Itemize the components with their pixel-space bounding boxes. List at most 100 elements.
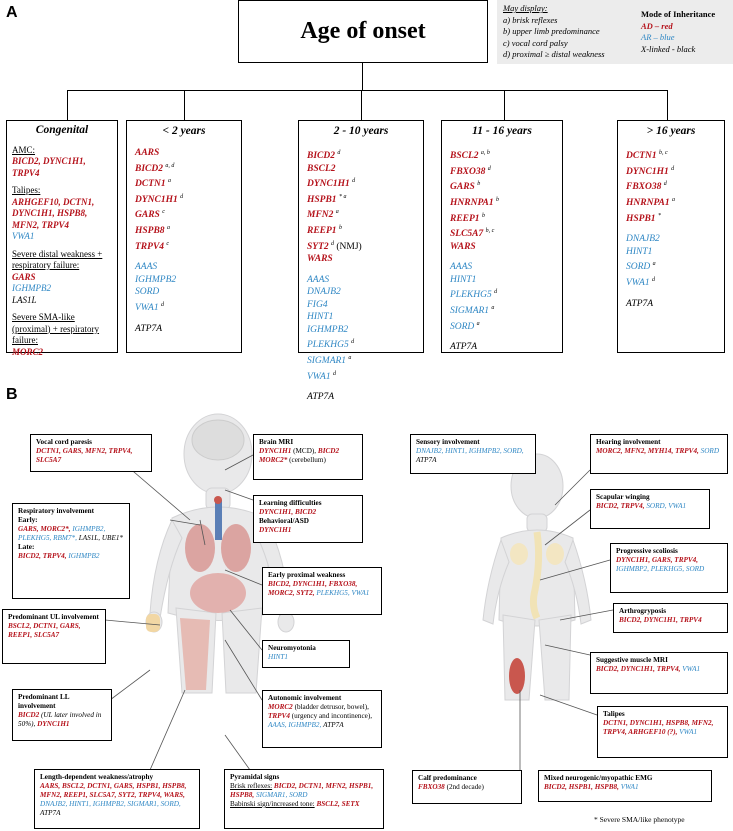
x-linked-gene: ATP7A (450, 342, 478, 353)
amc-label: AMC: (12, 144, 36, 155)
muscle-mri-title: Suggestive muscle MRI (596, 656, 668, 664)
vocal-cord-title: Vocal cord paresis (36, 438, 92, 446)
inheritance-xl: X-linked - black (641, 43, 696, 54)
ar-gene: HINT1 (626, 246, 653, 257)
brain-mri-box: Brain MRI DYNC1H1 (MCD), BICD2 MORC2* (c… (253, 434, 363, 480)
ad-gene: DYNC1H1 d (307, 178, 356, 190)
ad-gene: REEP1 b (307, 225, 342, 237)
length-ar: DNAJB2, HINT1, IGHMPB2, SIGMAR1, SORD, (40, 800, 181, 808)
length-x: ATP7A (40, 809, 61, 817)
brain-mri-gene: DYNC1H1 (259, 447, 292, 455)
talipes-genes: ARHGEF10, DCTN1, DYNC1H1, HSPB8, MFN2, T… (12, 196, 95, 230)
display-item: d) proximal ≥ distal weakness (503, 49, 605, 59)
ad-gene: DCTN1 a (135, 178, 171, 190)
sensory-box: Sensory involvement DNAJB2, HINT1, IGHMP… (410, 434, 536, 474)
ad-gene: TRPV4 c (135, 240, 170, 252)
over16-title: > 16 years (646, 125, 696, 137)
sma-ad: MORC2 (12, 346, 44, 357)
length-title: Length-dependent weakness/atrophy (40, 773, 154, 781)
scoliosis-ad: DYNC1H1, GARS, TRPV4, (616, 556, 699, 564)
respiratory-title: Respiratory involvement (18, 507, 95, 515)
sensory-ar: DNAJB2, HINT1, IGHMPB2, SORD, (416, 447, 524, 455)
muscle-mri-ar: VWA1 (682, 665, 701, 673)
talipes-ad: DCTN1, DYNC1H1, HSPB8, MFN2, TRPV4, ARHG… (603, 719, 714, 736)
display-item: c) vocal cord palsy (503, 37, 568, 48)
autonomic-title: Autonomic involvement (268, 694, 342, 702)
pyramidal-babinski-label: Babinski sign/increased tone: (230, 800, 315, 808)
ad-gene: MFN2 a (307, 209, 339, 221)
autonomic-gene: TRPV4 (268, 712, 290, 720)
ll-title: Predominant LL involvement (18, 693, 70, 710)
ad-gene: REEP1 b (450, 212, 485, 224)
length-ad: AARS, BSCL2, DCTN1, GARS, HSPB1, HSPB8, … (40, 782, 187, 799)
ar-gene: HINT1 (450, 274, 477, 285)
arthrogryposis-ad: BICD2, DYNC1H1, TRPV4 (619, 616, 702, 624)
ll-box: Predominant LL involvement BICD2 (UL lat… (12, 689, 112, 741)
neuromyotonia-ar: HINT1 (268, 653, 288, 661)
scapula-icon (546, 543, 564, 565)
age-of-onset-title-box: Age of onset (238, 0, 488, 63)
brain-mri-gene: MORC2* (259, 456, 288, 464)
display-item: b) upper limb predominance (503, 26, 600, 36)
emg-ad: BICD2, HSPB1, HSPB8, (544, 783, 619, 791)
ar-gene: AAAS (135, 262, 158, 273)
talipes-ar: VWA1 (679, 728, 698, 736)
distal-ad: GARS (12, 271, 36, 282)
footnote: * Severe SMA/like phenotype (594, 815, 685, 824)
respiratory-late-ar: IGHMPB2 (68, 552, 100, 560)
brain-mri-title: Brain MRI (259, 438, 294, 446)
inheritance-heading: Mode of Inheritance (641, 9, 716, 19)
respiratory-early-x: LAS1L, UBE1* (78, 534, 124, 542)
ar-gene: FIG4 (307, 299, 328, 310)
ar-gene: IGHMPB2 (135, 274, 177, 285)
ad-gene: SYT2 d (NMJ) (307, 240, 362, 252)
intestine-icon (190, 573, 246, 613)
panel-a-letter: A (6, 4, 18, 21)
ad-gene: HSPB1 * (626, 212, 661, 224)
autonomic-note: (bladder detrusor, bowel), (294, 703, 369, 711)
scoliosis-title: Progressive scoliosis (616, 547, 678, 555)
ar-gene: PLEKHG5 d (450, 289, 498, 301)
talipes-label: Talipes: (12, 185, 41, 195)
ar-gene: VWA1 d (626, 276, 655, 289)
ul-genes: BSCL2, DCTN1, GARS, REEP1, SLC5A7 (8, 622, 81, 639)
distal-x: LAS1L (12, 294, 37, 305)
ar-gene: PLEKHG5 d (307, 339, 355, 351)
lung-icon (221, 524, 251, 572)
ar-gene: VWA1 d (135, 301, 164, 314)
ar-gene: SORD (135, 287, 160, 298)
ad-gene: BSCL2 a, b (450, 150, 490, 162)
ad-gene: WARS (450, 241, 476, 252)
respiratory-late-label: Late: (18, 543, 35, 551)
leg-muscle-icon (180, 618, 210, 690)
early-proximal-box: Early proximal weakness BICD2, DYNC1H1, … (262, 567, 382, 615)
ad-gene: HNRNPA1 a (626, 196, 676, 209)
calf-note: (2nd decade) (446, 783, 484, 791)
under2-title: < 2 years (162, 125, 206, 137)
neuromyotonia-title: Neuromyotonia (268, 644, 316, 652)
vocal-cord-box: Vocal cord paresis DCTN1, GARS, MFN2, TR… (30, 434, 152, 472)
autonomic-gene: MORC2 (268, 703, 293, 711)
ar-gene: DNAJB2 (307, 287, 341, 298)
ar-gene: SIGMAR1 a (450, 305, 495, 317)
inheritance-ad: AD – red (641, 20, 673, 31)
x-linked-gene: ATP7A (135, 323, 163, 334)
display-heading: May display: (503, 3, 548, 13)
congenital-box: Congenital AMC: BICD2, DYNC1H1, TRPV4 Ta… (6, 120, 118, 357)
ar-gene: IGHMPB2 (307, 324, 349, 335)
learning-genes: DYNC1H1, BICD2 (259, 508, 317, 516)
calf-title: Calf predominance (418, 774, 477, 782)
distal-ar: IGHMPB2 (12, 283, 51, 293)
ad-gene: BICD2 a, d (135, 162, 175, 174)
lung-icon (185, 524, 215, 572)
scapular-ar: SORD, VWA1 (646, 502, 687, 510)
scapula-icon (510, 543, 528, 565)
brain-mri-note: (cerebellum) (289, 456, 326, 464)
scapular-ad: BICD2, TRPV4, (596, 502, 645, 510)
length-dependent-box: Length-dependent weakness/atrophy AARS, … (34, 769, 200, 829)
ar-gene: VWA1 d (307, 370, 336, 382)
sensory-title: Sensory involvement (416, 438, 480, 446)
